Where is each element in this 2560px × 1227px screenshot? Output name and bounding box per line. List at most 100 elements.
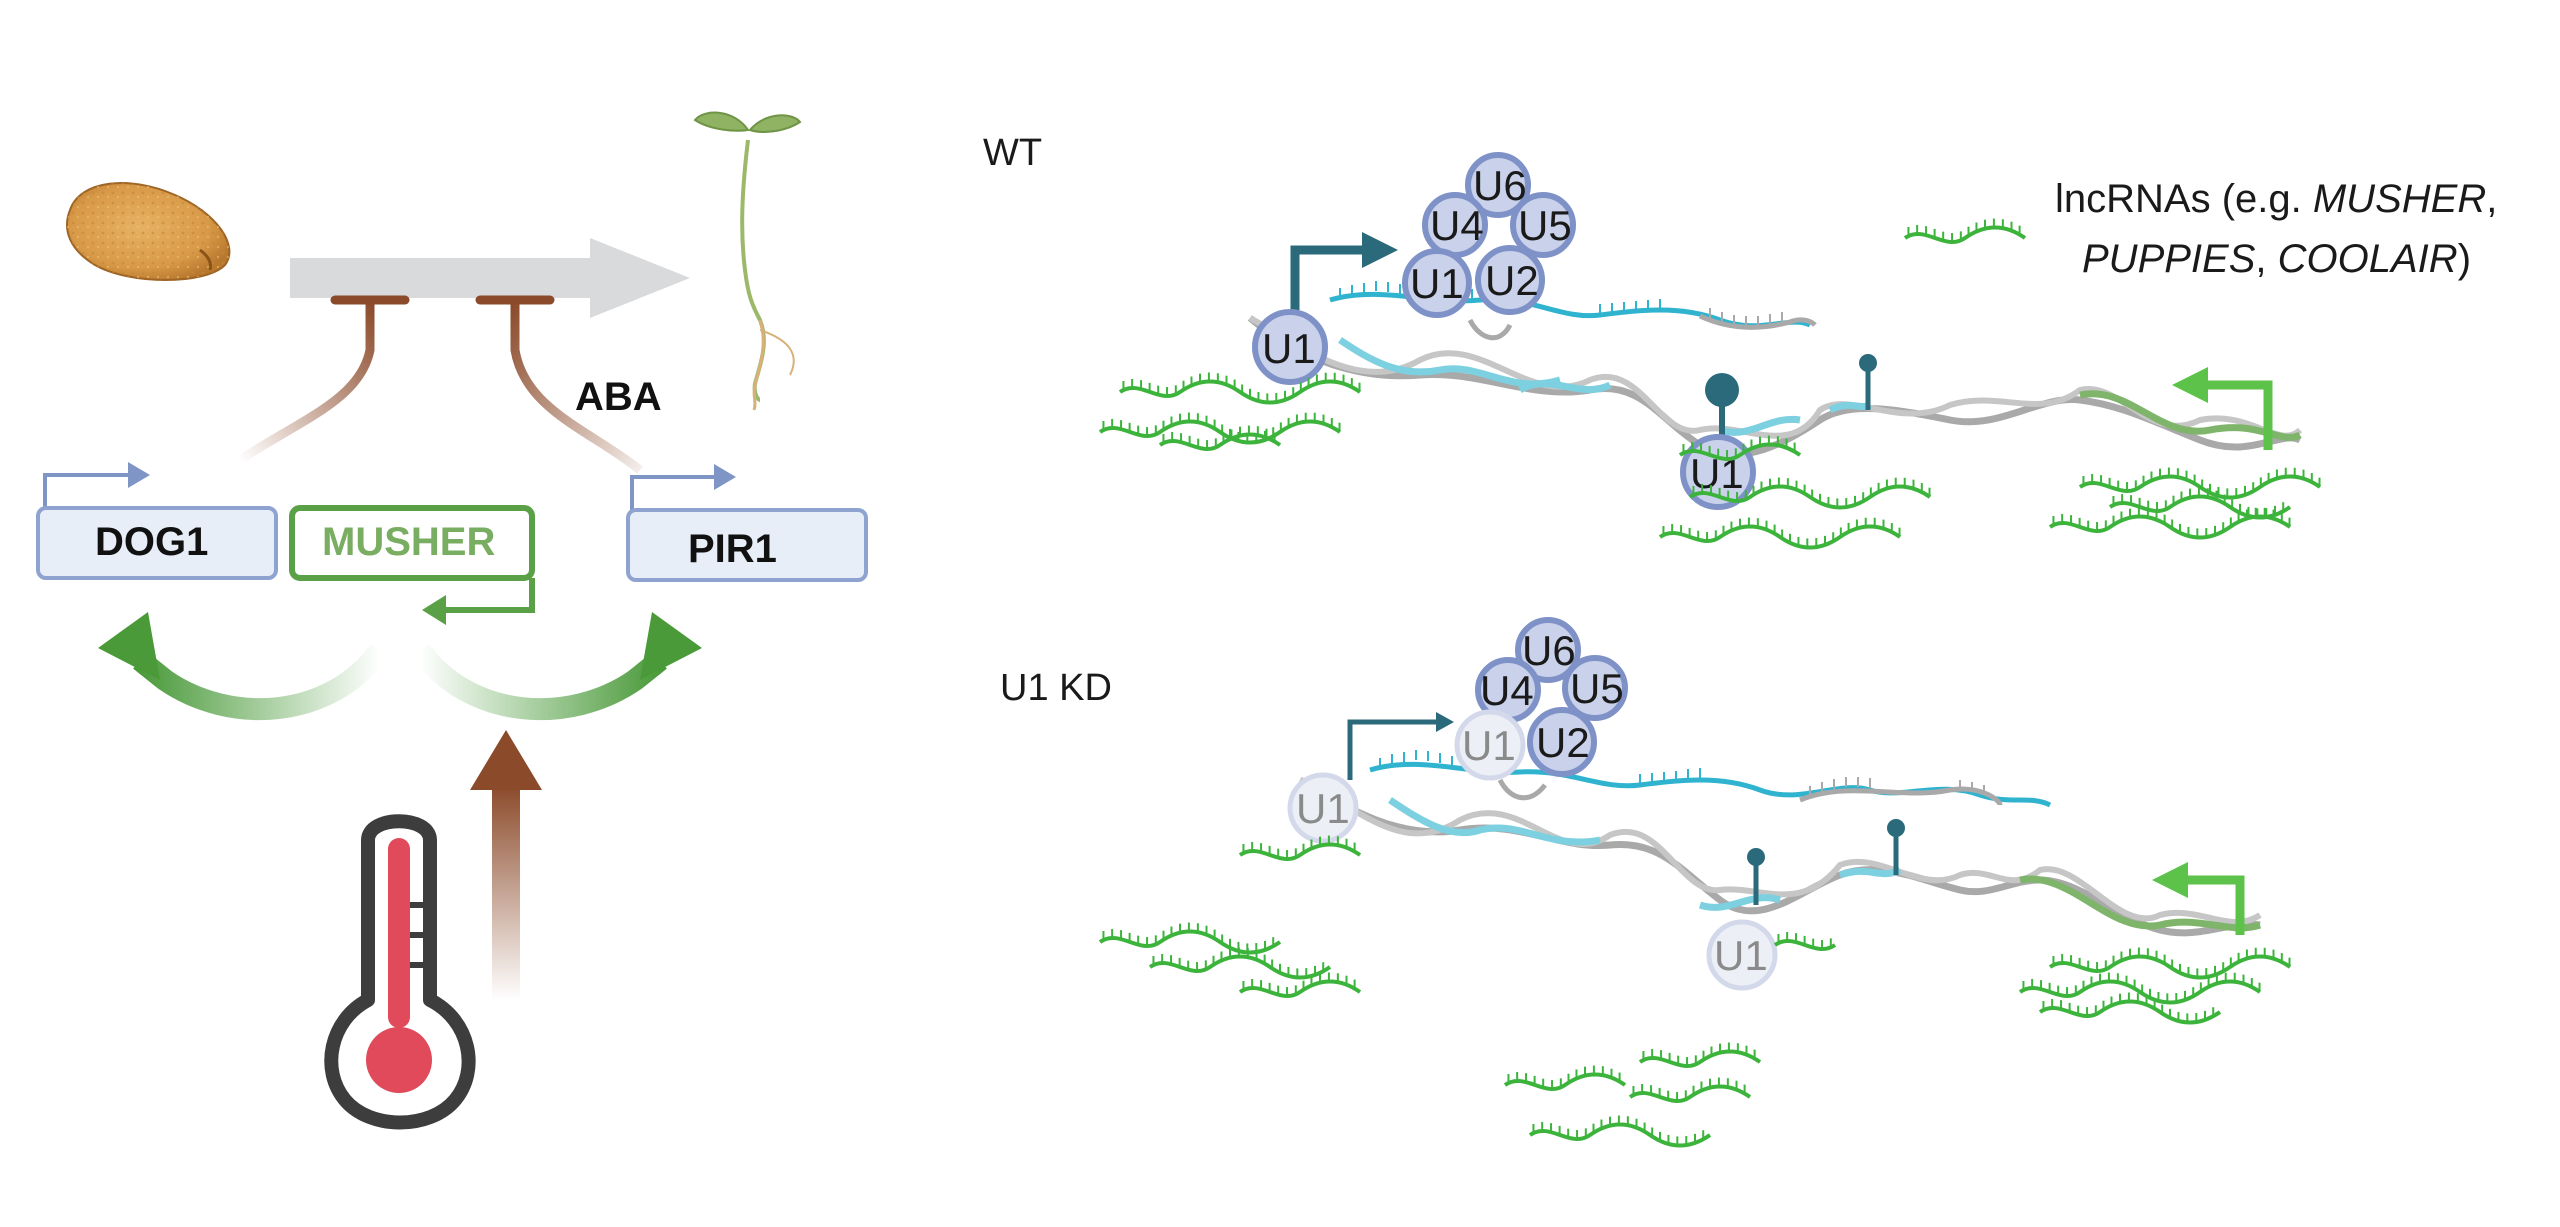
lncrna-ticks: [1102, 412, 1341, 443]
wt-u6-label: U5: [1518, 202, 1572, 249]
musher-to-pir1-arrow: [411, 612, 702, 721]
lncrna-transcript: [2108, 494, 2292, 520]
kd-promoter-arrow: [1347, 712, 1454, 780]
pir1-gene: PIR1: [626, 464, 868, 582]
lncrna-ticks: [1122, 372, 1361, 403]
lncrna-ticks: [2042, 992, 2215, 1023]
legend-prefix: lncRNAs (e.g.: [2055, 177, 2313, 221]
lncrna-ticks: [1102, 922, 1275, 953]
musher-label: MUSHER: [322, 520, 495, 564]
wt-u5-label: U6: [1473, 162, 1527, 209]
kd-u4-label: U4: [1480, 667, 1534, 714]
legend-example-musher: MUSHER: [2313, 177, 2486, 221]
wt-u6-particle: [1510, 192, 1576, 258]
lncrna-ticks: [1242, 972, 1356, 997]
wt-u5-particle: [1465, 152, 1531, 218]
kd-u2-particle: [1527, 707, 1597, 777]
kd-u6-particle: [1562, 655, 1628, 721]
aba-inhibition-arc: [510, 300, 643, 474]
lncrna-transcript: [1098, 419, 1342, 445]
kd-dna-template: [1298, 776, 2262, 937]
kd-u1-promoter-label: U1: [1296, 785, 1350, 832]
left-panel: ABA DOG1 MUSHER PIR1: [36, 111, 868, 1130]
wt-dna-template: [1247, 315, 2303, 458]
wt-u1-promoter: U1: [1252, 309, 1328, 385]
wt-u2-label: U2: [1485, 257, 1539, 304]
legend-example-coolair: COOLAIR: [2278, 237, 2458, 281]
wt-u1-particle: [1402, 248, 1472, 318]
legend: lncRNAs (e.g. MUSHER, PUPPIES, COOLAIR): [1903, 177, 2497, 281]
kd-pre-mrna: [1369, 750, 2052, 808]
kd-u1-internal-label: U1: [1714, 932, 1768, 979]
lncrna-transcript: [1148, 954, 1332, 980]
kd-u5-label: U6: [1522, 627, 1576, 674]
kd-u5-particle: [1515, 617, 1581, 683]
lncrna-transcript: [1503, 1072, 1627, 1092]
lncrna-ticks: [1642, 1042, 1756, 1067]
pir1-label: PIR1: [688, 527, 777, 571]
wt-panel: WT: [983, 132, 2322, 550]
lncrna-ticks: [1632, 1077, 1746, 1102]
lncrna-transcript: [2048, 954, 2292, 980]
lncrna-transcript: [1638, 1049, 1762, 1069]
lncrna-ticks: [1507, 1065, 1621, 1090]
lncrna-ticks: [1662, 517, 1901, 548]
lncrna-transcript: [1528, 1122, 1712, 1148]
seedling-icon: [693, 111, 802, 411]
wt-label: WT: [983, 132, 1042, 174]
lncrna-ticks: [1152, 947, 1325, 978]
temperature-up-arrow: [470, 730, 542, 1000]
wt-spliceosome: U6 U4 U5 U1 U2: [1402, 152, 1576, 318]
aba-label: ABA: [575, 375, 662, 419]
lncrna-ticks: [2082, 467, 2321, 498]
germination-arrow: [290, 238, 690, 318]
lncrna-ticks: [2022, 972, 2261, 1003]
kd-u1-faded-label: U1: [1462, 722, 1516, 769]
lncrna-transcript: [1688, 484, 1932, 510]
lncrna-transcript: [1678, 442, 1802, 462]
lncrna-transcript: [1628, 1084, 1752, 1104]
dog1-label: DOG1: [95, 520, 208, 564]
wt-u4-label: U4: [1430, 202, 1484, 249]
wt-u2-particle: [1475, 245, 1545, 315]
lncrna-transcript: [2018, 979, 2262, 1005]
kd-u1-internal-faded: U1: [1706, 819, 1905, 991]
lncrna-ticks: [1682, 435, 1796, 460]
lncrna-transcript: [2038, 999, 2222, 1025]
legend-example-puppies: PUPPIES: [2082, 237, 2256, 281]
dog1-gene: DOG1: [36, 462, 278, 580]
lncrna-ticks: [2052, 507, 2291, 538]
lncrna-ticks: [1777, 931, 1832, 950]
lncrna-ticks: [1532, 1115, 1705, 1146]
legend-sep-1: ,: [2486, 177, 2497, 221]
lncrna-transcript: [1238, 842, 1362, 862]
lncrna-transcript: [1238, 979, 1362, 999]
kd-spliceosome: U6 U4 U5 U1 U2: [1454, 617, 1628, 781]
thermometer-icon: [324, 814, 476, 1130]
kd-u1-promoter-faded: U1: [1287, 772, 1359, 844]
kd-panel: U1 KD U6 U4 U5: [1000, 617, 2292, 1148]
lncrna-ticks: [1907, 218, 2021, 243]
wt-antisense-promoter-arrow: [2172, 367, 2273, 450]
lncrna-transcript: [2078, 474, 2322, 500]
lncrna-ticks: [2052, 947, 2291, 978]
kd-label: U1 KD: [1000, 667, 1112, 709]
lncrna-transcript: [1658, 524, 1902, 550]
lncrna-transcript: [1098, 929, 1282, 955]
lncrna-ticks: [1692, 477, 1931, 508]
seed-icon: [66, 182, 231, 281]
kd-u1-faded-particle: [1454, 709, 1526, 781]
wt-u1-promoter-label: U1: [1262, 325, 1316, 372]
wt-lncrna-transcripts: [1098, 372, 2322, 550]
legend-sep-2: ,: [2255, 237, 2277, 281]
lncrna-ticks: [1242, 835, 1356, 860]
dog1-inhibition-arc: [237, 300, 375, 464]
kd-lncrna-transcripts: [1098, 835, 2292, 1148]
kd-u2-label: U2: [1536, 719, 1590, 766]
lncrna-transcript: [1118, 379, 1362, 405]
kd-antisense-promoter-arrow: [2152, 862, 2245, 935]
musher-gene: MUSHER: [289, 505, 535, 625]
lncrna-ticks: [1162, 425, 1276, 450]
legend-line-1: lncRNAs (e.g. MUSHER,: [2055, 177, 2497, 221]
